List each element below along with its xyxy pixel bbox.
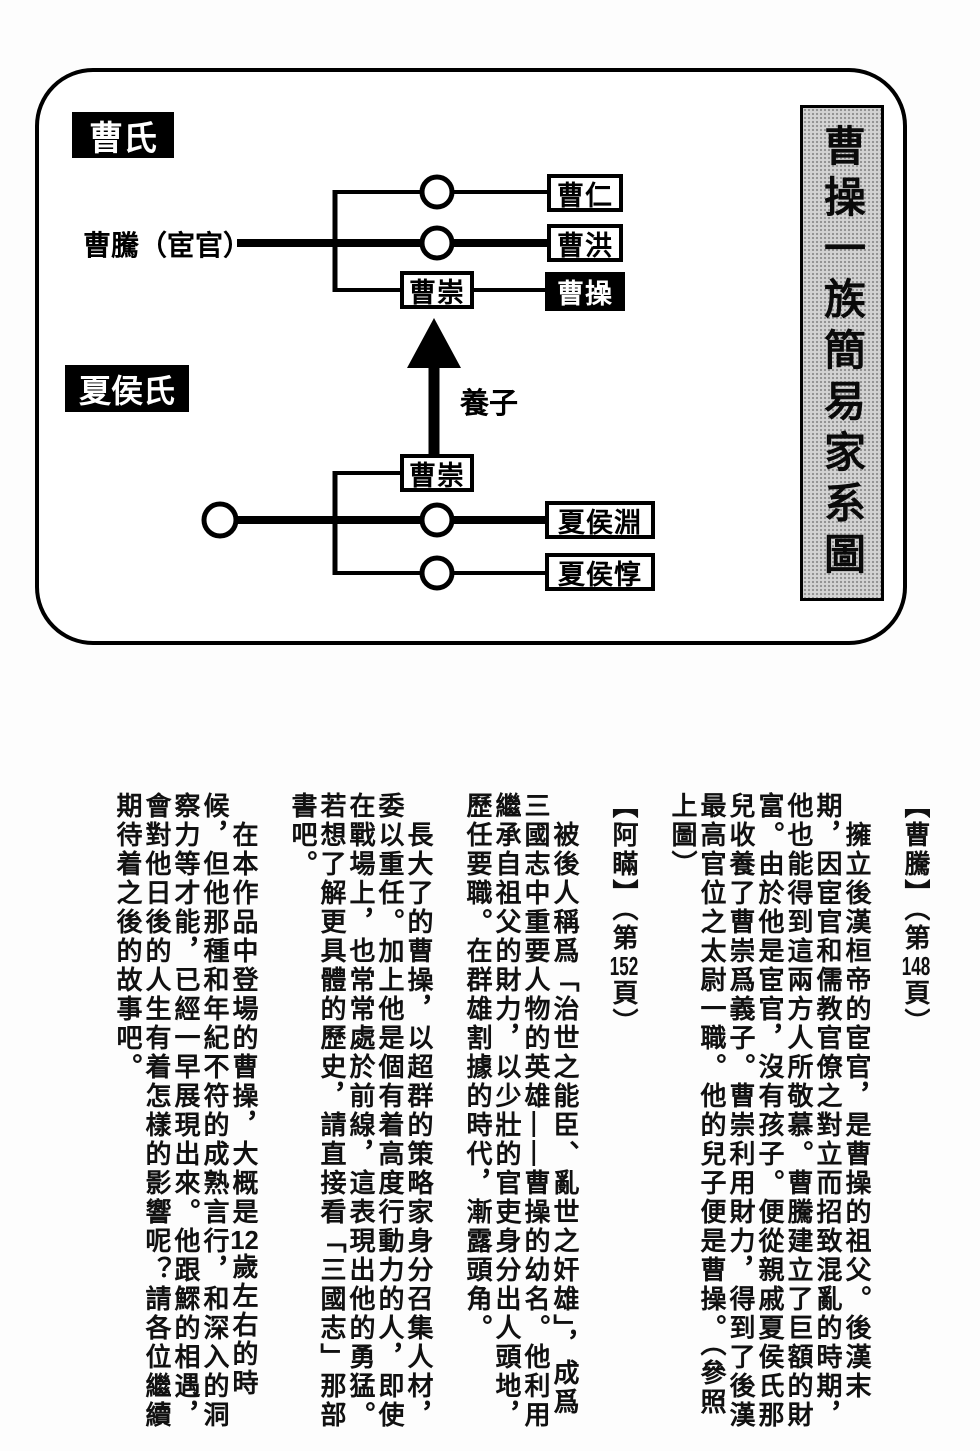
- header-page-number: 152: [609, 953, 639, 979]
- header-suf: 頁）: [901, 979, 930, 1037]
- paragraph-text: 歲左右的時候，但他那種和年紀不符的成熟言行，和深入的洞察力等才能，已經一早展現出…: [113, 792, 259, 1430]
- header-pre: 【阿瞞】（第: [609, 792, 639, 953]
- cao-clan-label: 曹氏: [72, 112, 174, 158]
- cao-ren-node-circle: [419, 174, 455, 210]
- diagram-side-title-box: 曹操一族簡易家系圖: [800, 105, 884, 601]
- header-pre: 【曹騰】（第: [901, 792, 930, 953]
- paragraph-number: 12: [230, 1227, 259, 1253]
- node-cao-song-upper: 曹崇: [400, 271, 474, 309]
- node-cao-cao: 曹操: [545, 272, 625, 311]
- adoption-arrow-head: [407, 318, 461, 368]
- node-xiahou-dun: 夏侯惇: [545, 553, 655, 591]
- glossary-paragraph: 長大了的曹操，以超群的策略家身分召集人材，委以重任。加上他是個有着高度行動力的人…: [288, 792, 434, 1444]
- node-cao-hong: 曹洪: [547, 224, 623, 262]
- header-page-number: 148: [901, 953, 930, 979]
- glossary-paragraph: 擁立後漢桓帝的宦官，是曹操的祖父。後漢末期，因宦官和儒教官僚之對立而招致混亂的時…: [668, 792, 872, 1444]
- xiahou-yuan-node-circle: [419, 502, 455, 538]
- diagram-side-title: 曹操一族簡易家系圖: [818, 123, 866, 583]
- header-suf: 頁）: [609, 979, 639, 1037]
- glossary-header-cao-teng: 【曹騰】（第148頁）: [901, 792, 930, 1444]
- cao-hong-node-circle: [419, 225, 455, 261]
- glossary-text: 【曹騰】（第148頁） 擁立後漢桓帝的宦官，是曹操的祖父。後漢末期，因宦官和儒教…: [56, 792, 930, 1444]
- glossary-paragraph: 在本作品中登場的曹操，大概是12歲左右的時候，但他那種和年紀不符的成熟言行，和深…: [113, 792, 259, 1444]
- node-cao-ren: 曹仁: [547, 174, 623, 212]
- xiahou-parent-circle: [201, 501, 239, 539]
- paragraph-text: 長大了的曹操，以超群的策略家身分召集人材，委以重任。加上他是個有着高度行動力的人…: [288, 792, 434, 1430]
- xiahou-clan-label: 夏侯氏: [65, 365, 189, 412]
- paragraph-text: 擁立後漢桓帝的宦官，是曹操的祖父。後漢末期，因宦官和儒教官僚之對立而招致混亂的時…: [668, 792, 872, 1430]
- adopted-son-label: 養子: [460, 388, 519, 420]
- node-cao-song-lower: 曹崇: [400, 454, 474, 492]
- paragraph-text: 在本作品中登場的曹操，大概是: [229, 821, 259, 1227]
- node-xiahou-yuan: 夏侯淵: [545, 501, 655, 539]
- family-tree-lines: [201, 174, 553, 591]
- cao-teng-label: 曹騰（宦官）: [83, 230, 252, 261]
- glossary-header-a-man: 【阿瞞】（第152頁）: [609, 792, 639, 1444]
- xiahou-dun-node-circle: [419, 555, 455, 591]
- glossary-paragraph: 被後人稱爲「治世之能臣、亂世之奸雄」，成爲三國志中重要人物的英雄——曹操的幼名。…: [463, 792, 580, 1444]
- family-tree-panel: 曹氏 曹騰（宦官） 曹仁 曹洪 曹崇 曹操 養子 夏侯氏 曹崇 夏侯淵 夏侯惇 …: [35, 68, 907, 645]
- paragraph-text: 被後人稱爲「治世之能臣、亂世之奸雄」，成爲三國志中重要人物的英雄——曹操的幼名。…: [463, 792, 580, 1430]
